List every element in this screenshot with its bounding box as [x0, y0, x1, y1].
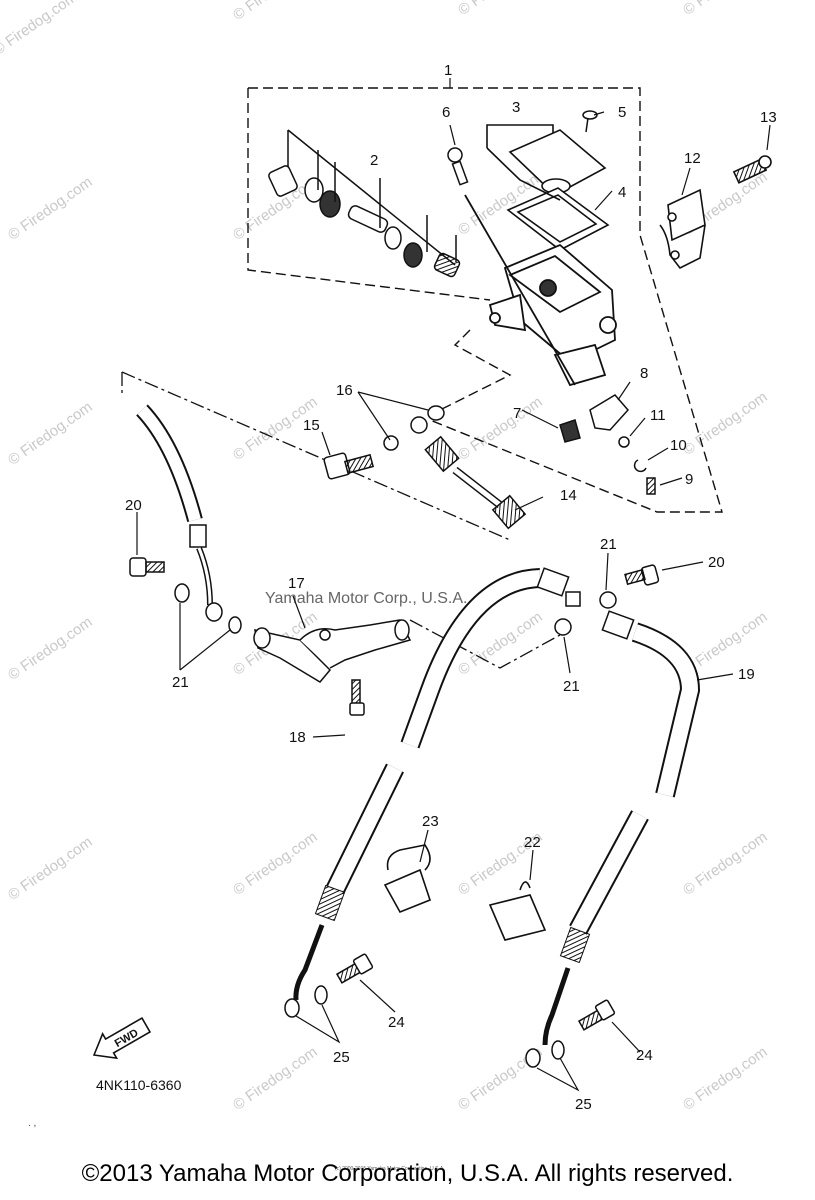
callout-1: 1 — [444, 62, 452, 79]
hose-lower-right — [525, 810, 649, 1068]
screw-parts — [447, 110, 598, 186]
piston-kit — [268, 129, 461, 278]
banjo-bolt-parts — [323, 405, 445, 480]
callout-25-left: 25 — [333, 1049, 350, 1066]
callout-6: 6 — [442, 104, 450, 121]
brake-switch-parts — [559, 394, 656, 495]
callout-8: 8 — [640, 365, 648, 382]
reservoir-cap — [486, 124, 610, 251]
leader-lines — [136, 78, 771, 1092]
clamp-bolts — [335, 953, 616, 1031]
hose-main-u — [400, 567, 701, 798]
fwd-arrow-icon: FWD — [92, 1016, 152, 1060]
hose-lower-left — [284, 763, 404, 1018]
callout-25-right: 25 — [575, 1096, 592, 1113]
callout-17: 17 — [288, 575, 305, 592]
callout-7: 7 — [513, 405, 521, 422]
callout-20-right: 20 — [708, 554, 725, 571]
callout-16: 16 — [336, 382, 353, 399]
callout-22: 22 — [524, 834, 541, 851]
callout-11: 11 — [650, 407, 666, 424]
callout-12: 12 — [684, 150, 701, 167]
callout-19: 19 — [738, 666, 755, 683]
callout-10: 10 — [670, 437, 687, 454]
callout-20-left: 20 — [125, 497, 142, 514]
hose-route-lines — [121, 371, 561, 669]
callout-2: 2 — [370, 152, 378, 169]
hose-clamps — [383, 844, 547, 941]
callout-24-right: 24 — [636, 1047, 653, 1064]
brake-hose-joint — [253, 619, 412, 716]
assembly-outline — [247, 87, 723, 513]
callout-21-left: 21 — [172, 674, 189, 691]
callout-14: 14 — [560, 487, 577, 504]
callout-23: 23 — [422, 813, 439, 830]
hose-upper-left — [136, 404, 223, 622]
corner-mark: . , — [28, 1118, 37, 1129]
hose-14 — [410, 416, 527, 530]
callout-18: 18 — [289, 729, 306, 746]
callout-21-top: 21 — [600, 536, 617, 553]
callout-21-mid: 21 — [563, 678, 580, 695]
center-watermark: Yamaha Motor Corp., U.S.A. — [265, 590, 467, 607]
fwd-label: FWD — [113, 1027, 141, 1050]
callout-24-left: 24 — [388, 1014, 405, 1031]
callout-15: 15 — [303, 417, 320, 434]
callout-9: 9 — [685, 471, 693, 488]
small-print: (c) 2000-2015 Yamaha Motor Corporation, … — [335, 1166, 445, 1172]
holder-clamp — [659, 155, 772, 270]
callout-numbers: 1 2 3 4 5 6 7 8 9 10 11 12 13 14 15 16 1… — [125, 62, 777, 1113]
diagram-code: 4NK110-6360 — [96, 1077, 182, 1093]
union-bolts — [129, 557, 660, 586]
callout-13: 13 — [760, 109, 777, 126]
copper-washers — [174, 583, 617, 636]
callout-4: 4 — [618, 184, 626, 201]
callout-5: 5 — [618, 104, 626, 121]
copyright-notice: ©2013 Yamaha Motor Corporation, U.S.A. A… — [81, 1160, 734, 1187]
callout-3: 3 — [512, 99, 520, 116]
master-cylinder-body — [464, 194, 617, 387]
